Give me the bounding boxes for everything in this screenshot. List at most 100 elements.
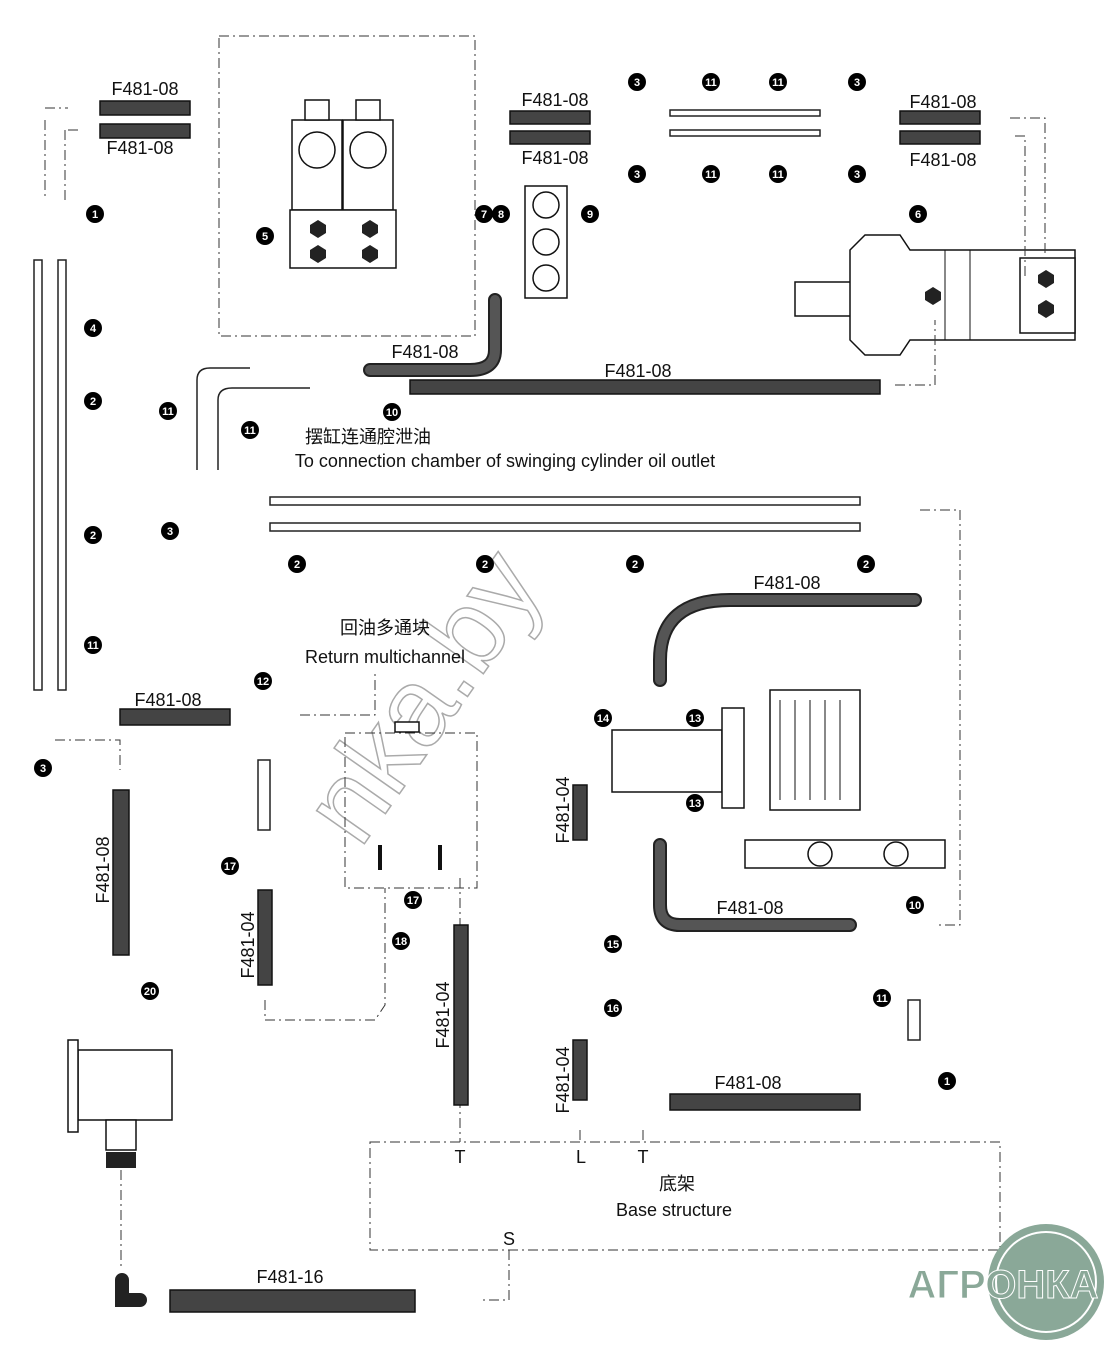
svg-text:1: 1 [944, 1076, 950, 1088]
callout-2: 2 [857, 555, 875, 573]
callout-11: 11 [769, 165, 787, 183]
callout-2: 2 [288, 555, 306, 573]
pipes [33, 107, 1046, 1301]
callout-8: 8 [492, 205, 510, 223]
svg-text:11: 11 [876, 993, 888, 1005]
hose-label: F481-08 [714, 1073, 781, 1093]
svg-text:1: 1 [92, 209, 98, 221]
callout-3: 3 [34, 759, 52, 777]
hose-label: F481-04 [553, 776, 573, 843]
gearbox [67, 1039, 173, 1168]
svg-text:2: 2 [90, 396, 96, 408]
port-label-t: T [455, 1147, 466, 1167]
svg-text:11: 11 [772, 169, 784, 181]
callout-12: 12 [254, 672, 272, 690]
svg-text:10: 10 [909, 900, 921, 912]
callout-13: 13 [686, 794, 704, 812]
valve-block-outline [218, 35, 476, 337]
svg-text:3: 3 [854, 169, 860, 181]
hose-label: F481-16 [256, 1267, 323, 1287]
hose-label: F481-08 [909, 92, 976, 112]
callouts: 1 4 2 2 11 3 5 7 8 9 6 3 11 11 3 3 11 11… [34, 73, 956, 1090]
svg-text:9: 9 [587, 209, 593, 221]
svg-text:3: 3 [634, 77, 640, 89]
callout-3: 3 [628, 165, 646, 183]
svg-text:11: 11 [705, 77, 717, 89]
base-label-cn: 底架 [659, 1174, 695, 1195]
hose-label: F481-08 [716, 898, 783, 918]
svg-text:3: 3 [40, 763, 46, 775]
svg-text:3: 3 [167, 526, 173, 538]
solenoid-valve [289, 99, 397, 269]
svg-text:2: 2 [632, 559, 638, 571]
callout-10: 10 [383, 403, 401, 421]
callout-11: 11 [84, 636, 102, 654]
return-label-en: Return multichannel [305, 647, 465, 667]
svg-text:8: 8 [498, 209, 504, 221]
drain-label-cn: 摆缸连通腔泄油 [305, 426, 431, 448]
svg-text:20: 20 [144, 986, 156, 998]
svg-text:17: 17 [407, 895, 419, 907]
hose-label: F481-08 [93, 836, 113, 903]
callout-11: 11 [769, 73, 787, 91]
drain-label-en: To connection chamber of swinging cylind… [295, 451, 715, 471]
pump-assembly [611, 689, 946, 869]
callout-2: 2 [84, 526, 102, 544]
svg-text:10: 10 [386, 407, 398, 419]
callout-11: 11 [241, 421, 259, 439]
callout-11: 11 [702, 73, 720, 91]
svg-text:6: 6 [915, 209, 921, 221]
gauge-panel [524, 185, 568, 299]
return-multichannel-block [344, 721, 478, 889]
svg-text:14: 14 [597, 713, 610, 725]
callout-2: 2 [476, 555, 494, 573]
callout-3: 3 [161, 522, 179, 540]
callout-13: 13 [686, 709, 704, 727]
callout-5: 5 [256, 227, 274, 245]
callout-14: 14 [594, 709, 612, 727]
callout-17: 17 [221, 857, 239, 875]
callout-9: 9 [581, 205, 599, 223]
svg-text:2: 2 [863, 559, 869, 571]
svg-text:11: 11 [244, 425, 256, 437]
callout-3: 3 [628, 73, 646, 91]
callout-3: 3 [848, 73, 866, 91]
callout-15: 15 [604, 935, 622, 953]
hose-label: F481-08 [106, 138, 173, 158]
callout-1: 1 [86, 205, 104, 223]
callout-11: 11 [159, 402, 177, 420]
port-label-t: T [638, 1147, 649, 1167]
callout-6: 6 [909, 205, 927, 223]
base-structure-outline [369, 1141, 1001, 1251]
svg-text:18: 18 [395, 936, 407, 948]
svg-text:11: 11 [705, 169, 717, 181]
svg-text:3: 3 [634, 169, 640, 181]
callout-16: 16 [604, 999, 622, 1017]
port-label-s: S [503, 1229, 515, 1249]
hose-label: F481-08 [521, 90, 588, 110]
hose-labels: F481-08 F481-08 F481-08 F481-08 F481-08 … [93, 79, 977, 1287]
svg-text:2: 2 [294, 559, 300, 571]
svg-text:3: 3 [854, 77, 860, 89]
svg-text:4: 4 [90, 323, 97, 335]
callout-17: 17 [404, 891, 422, 909]
callout-7: 7 [475, 205, 493, 223]
hose-label: F481-04 [433, 981, 453, 1048]
hose-label: F481-08 [391, 342, 458, 362]
hose-label: F481-04 [238, 911, 258, 978]
port-label-l: L [576, 1147, 586, 1167]
callout-18: 18 [392, 932, 410, 950]
base-label-en: Base structure [616, 1200, 732, 1220]
hose-label: F481-04 [553, 1046, 573, 1113]
hose-label: F481-08 [604, 361, 671, 381]
hose-label: F481-08 [134, 690, 201, 710]
callout-3: 3 [848, 165, 866, 183]
callout-11: 11 [702, 165, 720, 183]
svg-text:5: 5 [262, 231, 268, 243]
svg-text:11: 11 [772, 77, 784, 89]
logo-text: АГРОНКА [907, 1263, 1098, 1307]
hydraulic-motor [794, 234, 1076, 356]
watermark: nka.by [279, 528, 566, 864]
